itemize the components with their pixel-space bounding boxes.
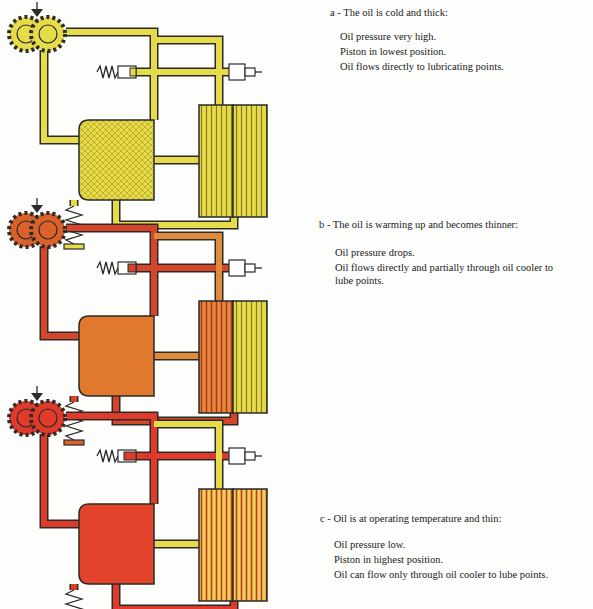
warming-oil-diagram — [9, 198, 267, 445]
note-line: Oil flows directly to lubricating points… — [340, 60, 585, 73]
note-line: Oil flows directly and partially through… — [335, 261, 560, 287]
note-line: Oil pressure drops. — [335, 246, 575, 259]
note-line: Oil pressure very high. — [340, 30, 580, 43]
heading-text: b - The oil is warming up and becomes th… — [319, 218, 589, 231]
note-line: Piston in highest position. — [334, 553, 574, 566]
hot-oil-diagram — [9, 386, 267, 609]
heading-text: c - Oil is at operating temperature and … — [320, 512, 585, 525]
heading-text: a - The oil is cold and thick: — [330, 6, 589, 19]
cold-oil-diagram — [9, 2, 267, 249]
note-line: Piston in lowest position. — [340, 45, 580, 58]
note-line: Oil pressure low. — [334, 538, 574, 551]
note-line: Oil can flow only through oil cooler to … — [334, 568, 559, 581]
